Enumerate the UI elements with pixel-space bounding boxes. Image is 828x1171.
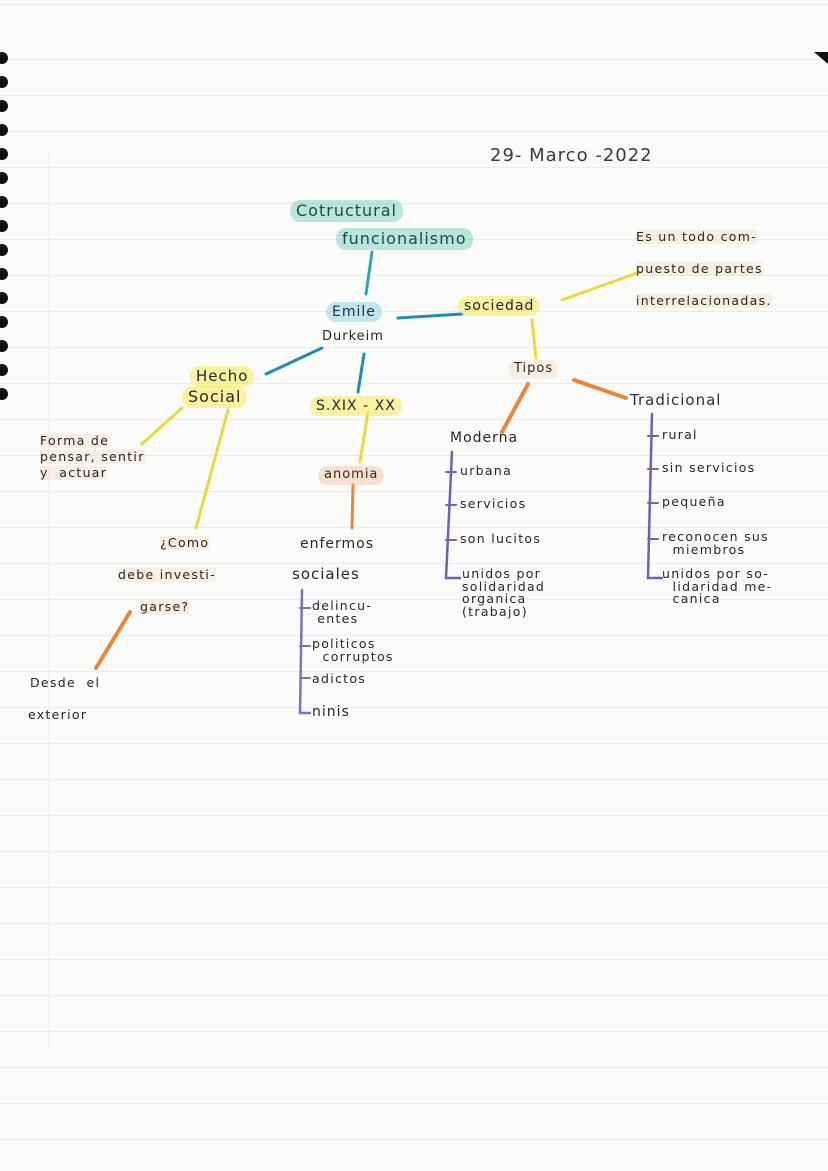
question-line1: ¿Como bbox=[160, 535, 210, 551]
anomia-node: anomia bbox=[318, 466, 385, 485]
moderna-item: unidos por solidaridad organica (trabajo… bbox=[462, 566, 546, 619]
moderna-item: urbana bbox=[460, 463, 513, 478]
author-node-line2: Durkeim bbox=[322, 329, 384, 344]
enfermos-line2: sociales bbox=[292, 565, 360, 583]
enfermos-item: ninis bbox=[312, 704, 350, 720]
sociedad-definition-3: interrelacionadas. bbox=[636, 293, 772, 309]
answer-line2: exterior bbox=[28, 707, 88, 722]
hecho-social-line2: Social bbox=[182, 386, 248, 409]
hecho-social-line1: Hecho bbox=[190, 366, 255, 388]
tradicional-item: reconocen sus miembros bbox=[662, 529, 769, 557]
tradicional-item: pequeña bbox=[662, 494, 726, 509]
tipos-node: Tipos bbox=[508, 360, 560, 379]
margin-line bbox=[48, 150, 49, 1050]
sociedad-definition-1: Es un todo com- bbox=[636, 229, 758, 245]
moderna-node: Moderna bbox=[450, 430, 519, 446]
enfermos-item: adictos bbox=[312, 671, 367, 686]
answer-line1: Desde el bbox=[30, 675, 101, 690]
tradicional-item: unidos por so- lidaridad me- canica bbox=[662, 566, 773, 606]
hecho-social-definition-3: y actuar bbox=[40, 465, 108, 481]
page-corner bbox=[814, 52, 828, 64]
root-node-line1: Cotructural bbox=[290, 200, 403, 223]
author-node-line1: Emile bbox=[326, 302, 382, 323]
enfermos-item: delincu- entes bbox=[312, 598, 373, 626]
hecho-social-definition-2: pensar, sentir bbox=[40, 449, 145, 465]
moderna-item: servicios bbox=[460, 496, 527, 511]
question-line2: debe investi- bbox=[118, 567, 217, 583]
sociedad-definition-2: puesto de partes bbox=[636, 261, 763, 277]
enfermos-line1: enfermos bbox=[300, 536, 375, 552]
siglo-node: S.XIX - XX bbox=[310, 396, 402, 417]
moderna-item: son lucitos bbox=[460, 531, 542, 546]
tradicional-item: rural bbox=[662, 427, 698, 442]
sociedad-node: sociedad bbox=[458, 296, 541, 317]
root-node-line2: funcionalismo bbox=[336, 228, 473, 251]
page-date: 29- Marco -2022 bbox=[490, 145, 653, 166]
enfermos-item: politicos corruptos bbox=[312, 636, 394, 664]
tradicional-node: Tradicional bbox=[630, 391, 722, 409]
hecho-social-definition-1: Forma de bbox=[40, 433, 110, 449]
question-line3: garse? bbox=[140, 599, 190, 615]
tradicional-item: sin servicios bbox=[662, 460, 756, 475]
